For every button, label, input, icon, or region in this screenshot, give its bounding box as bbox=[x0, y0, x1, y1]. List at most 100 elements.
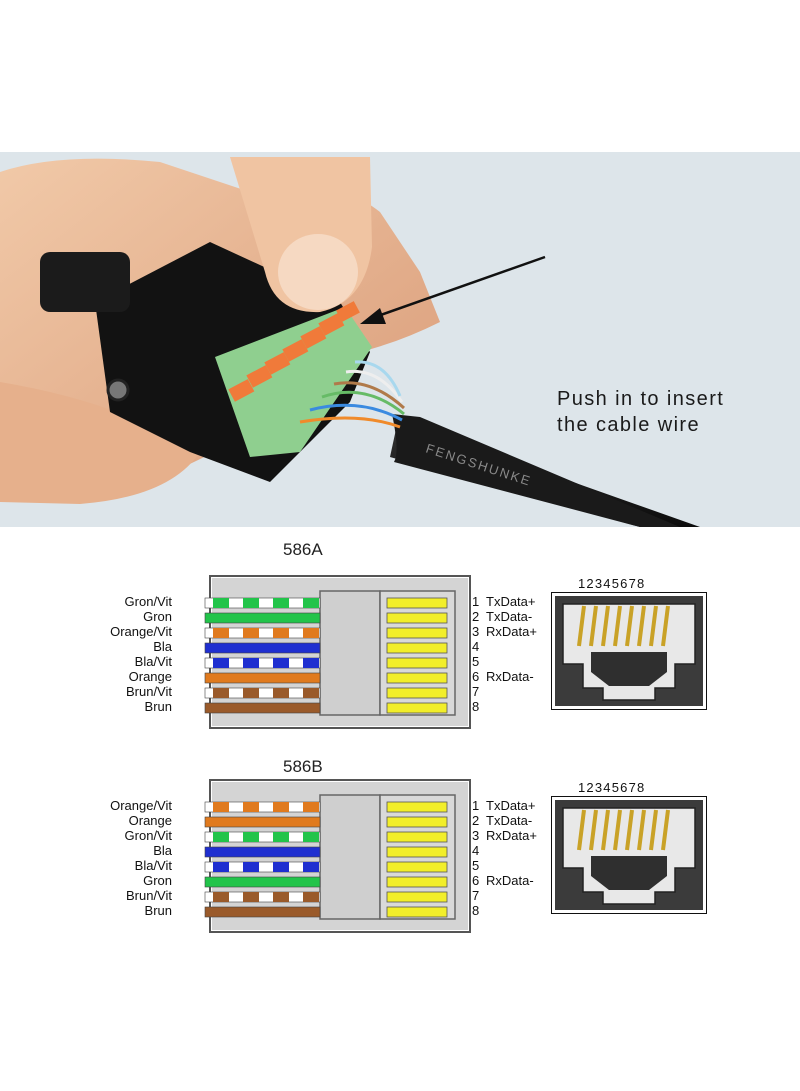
jack-pin-6 bbox=[637, 809, 646, 851]
wire-1 bbox=[204, 597, 321, 609]
contact-pin-4 bbox=[386, 642, 448, 654]
jack-pin-1 bbox=[577, 605, 586, 647]
jack-pin-2 bbox=[589, 605, 598, 647]
jack-slot bbox=[591, 652, 667, 686]
wire-label: Bla bbox=[153, 639, 172, 654]
wire-3 bbox=[204, 627, 321, 639]
wire-label: Orange bbox=[128, 669, 172, 684]
jack-pin-7 bbox=[649, 605, 658, 647]
terminal-block bbox=[215, 307, 372, 457]
pin-row: 4 bbox=[472, 639, 480, 654]
callout-line-1: Push in to insert bbox=[557, 388, 725, 410]
wire-label: Orange/Vit bbox=[110, 798, 172, 813]
pin-row: 5 bbox=[472, 858, 480, 873]
wire-label: Gron bbox=[143, 609, 172, 624]
wire-4 bbox=[204, 642, 321, 654]
contact-pin-7 bbox=[386, 891, 448, 903]
contact-pin-8 bbox=[386, 906, 448, 918]
terminal-levers bbox=[228, 301, 360, 402]
cable-wires bbox=[299, 360, 406, 429]
diagram-title-586a: 586A bbox=[283, 540, 323, 559]
contact-pin-1 bbox=[386, 801, 448, 813]
wire-8 bbox=[204, 906, 321, 918]
contact-pin-4 bbox=[386, 846, 448, 858]
callout-text: Push in to insert the cable wire bbox=[557, 386, 724, 438]
wire-label: Brun bbox=[144, 903, 172, 918]
pin-row: 8 bbox=[472, 903, 480, 918]
jack-pin-4 bbox=[613, 605, 622, 647]
screw bbox=[106, 378, 130, 402]
jack-slot bbox=[591, 856, 667, 890]
wire-6 bbox=[204, 876, 321, 888]
contact-pin-8 bbox=[386, 702, 448, 714]
jack-pin-8 bbox=[661, 605, 670, 647]
wire-6 bbox=[204, 672, 321, 684]
contact-pin-5 bbox=[386, 657, 448, 669]
wire-label: Brun/Vit bbox=[125, 888, 172, 903]
wire-7 bbox=[204, 687, 321, 699]
wire-label: Brun/Vit bbox=[125, 684, 172, 699]
contact-pin-5 bbox=[386, 861, 448, 873]
wire-5 bbox=[204, 657, 321, 669]
pin-row: 7 bbox=[472, 888, 480, 903]
jack-pin-5 bbox=[625, 809, 634, 851]
jack-pin-numbers-586b: 12345678 bbox=[578, 780, 646, 795]
contact-pin-1 bbox=[386, 597, 448, 609]
jack-pin-4 bbox=[613, 809, 622, 851]
wire-label: Bla/Vit bbox=[134, 858, 172, 873]
wire-labels-586b: Orange/Vit Orange Gron/Vit Bla Bla/Vit G… bbox=[0, 798, 172, 918]
jack-diagram-586b bbox=[551, 796, 707, 914]
pin-row: 7 bbox=[472, 684, 480, 699]
jack-pin-3 bbox=[601, 809, 610, 851]
wire-4 bbox=[204, 846, 321, 858]
jack-pin-7 bbox=[649, 809, 658, 851]
wire-2 bbox=[204, 816, 321, 828]
wire-label: Gron/Vit bbox=[124, 594, 172, 609]
wire-2 bbox=[204, 612, 321, 624]
wire-1 bbox=[204, 801, 321, 813]
wire-3 bbox=[204, 831, 321, 843]
jack-pin-5 bbox=[625, 605, 634, 647]
pin-row: 4 bbox=[472, 843, 480, 858]
contact-pin-7 bbox=[386, 687, 448, 699]
wire-label: Bla/Vit bbox=[134, 654, 172, 669]
plug-diagram-586a bbox=[204, 575, 471, 729]
wire-label: Bla bbox=[153, 843, 172, 858]
plug-inner bbox=[319, 590, 381, 716]
jack-pin-2 bbox=[589, 809, 598, 851]
wire-5 bbox=[204, 861, 321, 873]
connector-photo: FENGSHUNKE bbox=[0, 152, 800, 527]
jack-pin-8 bbox=[661, 809, 670, 851]
jack-pin-numbers-586a: 12345678 bbox=[578, 576, 646, 591]
wire-labels-586a: Gron/Vit Gron Orange/Vit Bla Bla/Vit Ora… bbox=[0, 594, 172, 714]
contact-pin-3 bbox=[386, 831, 448, 843]
pin-row: 8 bbox=[472, 699, 480, 714]
plug-inner bbox=[319, 794, 381, 920]
jack-pin-3 bbox=[601, 605, 610, 647]
wire-label: Orange bbox=[128, 813, 172, 828]
wire-label: Gron/Vit bbox=[124, 828, 172, 843]
jack-pin-6 bbox=[637, 605, 646, 647]
contact-pin-2 bbox=[386, 612, 448, 624]
callout-arrow bbox=[374, 255, 546, 319]
wire-label: Gron bbox=[143, 873, 172, 888]
contact-pin-3 bbox=[386, 627, 448, 639]
callout-line-2: the cable wire bbox=[557, 414, 700, 436]
pin-row: 5 bbox=[472, 654, 480, 669]
wire-label: Orange/Vit bbox=[110, 624, 172, 639]
jack-diagram-586a bbox=[551, 592, 707, 710]
diagram-title-586b: 586B bbox=[283, 757, 323, 776]
contact-pin-2 bbox=[386, 816, 448, 828]
wire-7 bbox=[204, 891, 321, 903]
connector-illustration: FENGSHUNKE bbox=[0, 157, 700, 527]
plug-diagram-586b bbox=[204, 779, 471, 933]
jack-pin-1 bbox=[577, 809, 586, 851]
